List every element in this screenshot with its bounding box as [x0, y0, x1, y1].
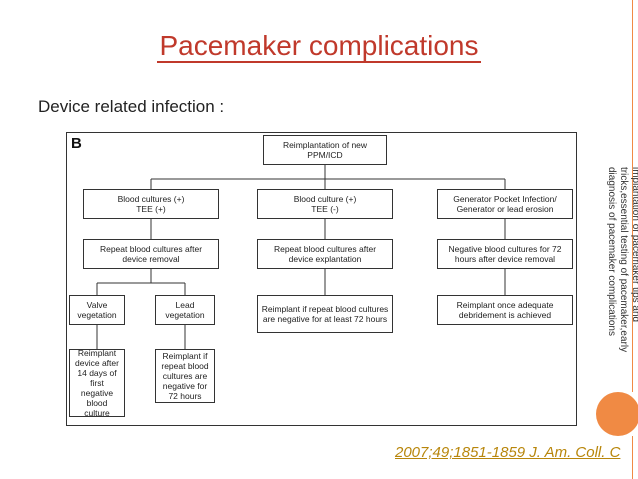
- branch-3-outcome-text: Reimplant once adequate debridement is a…: [456, 300, 554, 320]
- slide-title: Pacemaker complications: [0, 30, 638, 63]
- branch-2-next: Repeat blood cultures after device expla…: [257, 239, 393, 269]
- root-box: Reimplantation of new PPM/ICD: [263, 135, 387, 165]
- branch-2-condition-text: Blood culture (+) TEE (-): [293, 194, 357, 214]
- sub-branch-valve: Valve vegetation: [69, 295, 125, 325]
- panel-label: B: [71, 135, 82, 152]
- root-text: Reimplantation of new PPM/ICD: [282, 140, 368, 160]
- valve-outcome: Reimplant device after 14 days of first …: [69, 348, 125, 418]
- side-note: implantation of pacemaker tips and trick…: [606, 167, 638, 353]
- branch-3-next: Negative blood cultures for 72 hours aft…: [437, 239, 573, 269]
- branch-1-condition-text: Blood cultures (+) TEE (+): [117, 194, 185, 214]
- valve-outcome-text: Reimplant device after 14 days of first …: [75, 348, 119, 418]
- branch-2-outcome-text: Reimplant if repeat blood cultures are n…: [261, 304, 389, 324]
- sub-branch-lead-text: Lead vegetation: [165, 300, 205, 320]
- slide-title-text: Pacemaker complications: [157, 30, 481, 63]
- branch-1-next-text: Repeat blood cultures after device remov…: [99, 244, 203, 264]
- lead-outcome-text: Reimplant if repeat blood cultures are n…: [161, 351, 209, 401]
- branch-1-next: Repeat blood cultures after device remov…: [83, 239, 219, 269]
- sub-branch-valve-text: Valve vegetation: [77, 300, 117, 320]
- branch-3-condition-text: Generator Pocket Infection/ Generator or…: [453, 194, 557, 214]
- branch-2-condition: Blood culture (+) TEE (-): [257, 189, 393, 219]
- branch-1-condition: Blood cultures (+) TEE (+): [83, 189, 219, 219]
- flowchart-figure: B Reimplantation of new PPM/ICD Blood cu…: [66, 132, 577, 426]
- branch-2-next-text: Repeat blood cultures after device expla…: [273, 244, 377, 264]
- citation-link[interactable]: 2007;49;1851-1859 J. Am. Coll. C: [395, 444, 621, 461]
- accent-bar: [628, 0, 638, 479]
- lead-outcome: Reimplant if repeat blood cultures are n…: [155, 349, 215, 403]
- branch-3-outcome: Reimplant once adequate debridement is a…: [437, 295, 573, 325]
- branch-3-next-text: Negative blood cultures for 72 hours aft…: [448, 244, 562, 264]
- branch-2-outcome: Reimplant if repeat blood cultures are n…: [257, 295, 393, 333]
- accent-line-top: [632, 0, 633, 392]
- accent-line-bottom: [632, 436, 633, 479]
- branch-3-condition: Generator Pocket Infection/ Generator or…: [437, 189, 573, 219]
- slide-subtitle: Device related infection :: [38, 97, 225, 116]
- flowchart-connectors: [96, 165, 506, 349]
- accent-circle: [596, 392, 638, 436]
- sub-branch-lead: Lead vegetation: [155, 295, 215, 325]
